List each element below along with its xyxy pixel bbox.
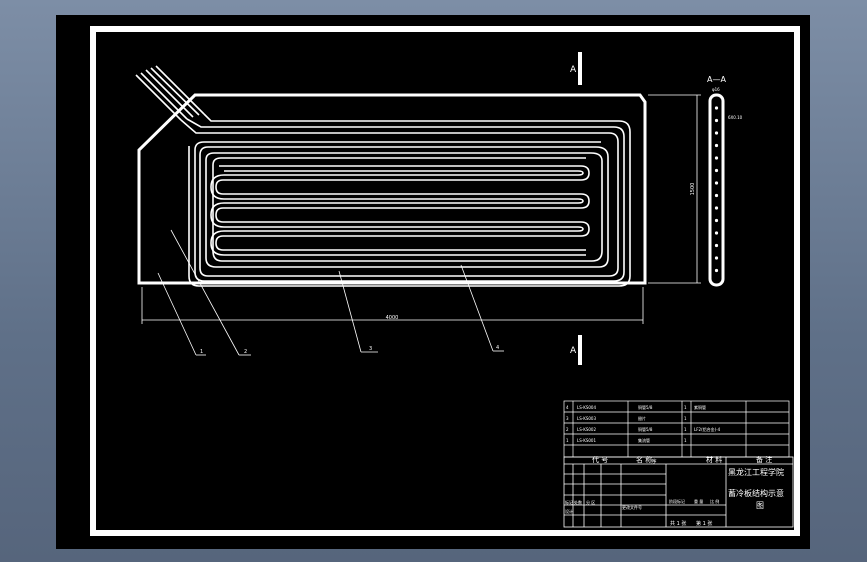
section-label-top: A	[570, 65, 577, 75]
school-name: 黑龙江工程学院	[728, 467, 784, 477]
bom-cell-qty: 1	[684, 416, 687, 421]
bom-cell-qty: 1	[684, 405, 687, 410]
leader-label-4: 4	[496, 345, 499, 351]
tube-hole	[714, 181, 719, 185]
tb-scale: 比 例	[710, 498, 719, 504]
leader-lines	[157, 229, 504, 356]
bom-cell-qty: 1	[684, 427, 687, 432]
bom-rows: 4 LS-KS004 铜管5/8 1 紫铜管 3 LS-KS003 翅片 1 2 LS-KS002 铜…	[566, 404, 721, 443]
bom-header-name: 名 称	[636, 455, 652, 464]
tb-zone: 分 区	[586, 499, 595, 505]
bom-cell-name: 集流管	[638, 437, 650, 443]
bom-cell-code: LS-KS001	[577, 438, 596, 443]
tube-hole	[714, 268, 719, 273]
tb-sheet-no: 第 1 张	[696, 520, 712, 527]
section-tube-holes	[714, 106, 719, 273]
tube-hole	[714, 218, 719, 223]
bom-header-remark: 备 注	[756, 455, 772, 464]
title-block-grid	[563, 456, 794, 528]
height-dimension-text: 1500	[690, 183, 696, 196]
length-dimension-text: 4000	[386, 315, 399, 321]
tube-hole	[714, 206, 719, 210]
tube-hole	[714, 231, 719, 235]
bom-cell-material: LF2(铝合金)-4	[694, 426, 721, 432]
cooling-coil	[180, 113, 631, 287]
plate-outline	[137, 93, 647, 285]
tb-weight: 重 量	[694, 498, 703, 504]
serpentine-tube	[210, 165, 590, 256]
tube-hole	[714, 118, 719, 123]
section-label-bottom: A	[570, 346, 577, 356]
bom-cell-no: 1	[566, 438, 569, 443]
drawing-title: 蓄冷板结构示意	[728, 488, 784, 498]
bom-header-no: 序	[651, 458, 656, 465]
bom-cell-code: LS-KS002	[577, 427, 596, 432]
tb-change-doc: 更改文件号	[622, 504, 642, 510]
bom-cell-no: 4	[566, 405, 569, 410]
tb-designer: 设计	[565, 508, 573, 514]
tube-hole	[714, 243, 719, 248]
bom-grid	[563, 400, 790, 458]
height-dimension	[648, 94, 701, 284]
tb-mark: 标记	[565, 499, 573, 505]
bom-cell-no: 3	[566, 416, 569, 421]
bom-cell-no: 2	[566, 427, 569, 432]
tube-hole	[714, 168, 719, 173]
tube-hole	[714, 156, 719, 160]
bom-cell-qty: 1	[684, 438, 687, 443]
tube-hole	[714, 106, 719, 110]
tb-sheets: 共 1 张	[670, 520, 686, 527]
leader-label-3: 3	[369, 346, 372, 352]
section-mark-top	[578, 52, 582, 85]
tb-stage-mark: 阶段标记	[669, 498, 685, 504]
drawing-frame	[90, 26, 800, 536]
tube-hole	[714, 143, 719, 148]
bom-header-code: 代 号	[592, 455, 608, 464]
section-top-dim: φ16	[712, 87, 720, 92]
length-dimension	[141, 287, 644, 324]
leader-label-2: 2	[244, 349, 247, 355]
bom-cell-name: 翅片	[638, 415, 646, 421]
section-view-title: A—A	[707, 75, 726, 84]
tube-hole	[714, 131, 719, 135]
bom-cell-name: 铜管5/8	[638, 404, 653, 410]
bom-cell-code: LS-KS003	[577, 416, 596, 421]
bom-cell-name: 铜管5/8	[638, 426, 653, 432]
tb-count: 处数	[574, 499, 582, 505]
section-spec: 6X0.10	[728, 115, 743, 120]
bom-header-material: 材 料	[706, 455, 722, 464]
bom-cell-material: 紫铜管	[694, 404, 706, 410]
section-profile	[708, 93, 725, 287]
tube-hole	[714, 193, 719, 198]
drawing-title-cont: 图	[756, 501, 764, 510]
leader-label-1: 1	[200, 349, 203, 355]
inlet-pipes	[135, 65, 205, 121]
bom-cell-code: LS-KS004	[577, 405, 596, 410]
tube-hole	[714, 256, 719, 260]
section-mark-bottom	[578, 335, 582, 365]
